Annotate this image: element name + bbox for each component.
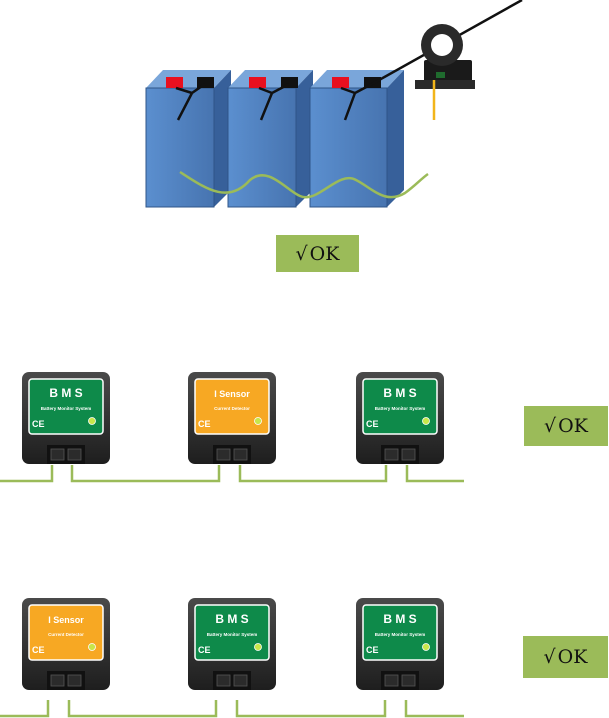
connector-port-icon [233,448,248,461]
module-title: B M S [49,386,82,400]
module-row-1 [0,465,464,483]
module-subtitle: Current Detector [48,632,84,637]
ce-mark: CE [366,419,379,429]
module-title: I Sensor [48,615,84,625]
ce-mark: CE [198,645,211,655]
row-2-wire [0,700,464,718]
status-led-icon [254,417,262,425]
ce-mark: CE [32,419,45,429]
module-subtitle: Current Detector [214,406,250,411]
module-label-panel [194,378,270,435]
ce-mark: CE [198,419,211,429]
connector-port-icon [216,448,231,461]
connector-port-icon [401,674,416,687]
connector-port-icon [50,448,65,461]
battery-cell-2 [227,70,313,208]
connector-port-icon [401,448,416,461]
connector-port-icon [384,674,399,687]
module-label-panel [362,378,438,435]
connector-port-icon [384,448,399,461]
check-icon: √ [543,646,556,668]
connector-port-icon [67,448,82,461]
module-label-panel [28,604,104,661]
check-icon: √ [295,242,308,265]
connector-port-icon [50,674,65,687]
ok-label: OK [557,646,588,668]
module-subtitle: Battery Monitor System [207,632,258,637]
battery-pack [145,0,523,208]
ce-mark: CE [32,645,45,655]
ok-badge-top: √ OK [276,235,359,272]
module-subtitle: Battery Monitor System [41,406,92,411]
status-led-icon [254,643,262,651]
battery-cell-1 [145,70,231,208]
check-icon: √ [544,415,557,437]
ce-mark: CE [366,645,379,655]
module-subtitle: Battery Monitor System [375,406,426,411]
module-title: B M S [215,612,248,626]
module-title: B M S [383,612,416,626]
current-clamp-sensor [415,24,475,120]
module-title: I Sensor [214,389,250,399]
connector-port-icon [67,674,82,687]
status-led-icon [88,643,96,651]
ok-label: OK [558,415,588,437]
ok-badge-row-2: √ OK [523,636,608,678]
status-led-icon [88,417,96,425]
module-label-panel [28,378,104,435]
ok-label: OK [309,242,340,265]
module-row-2 [0,700,464,718]
row-1-wire [0,465,464,483]
sense-wire [179,170,429,199]
connector-port-icon [216,674,231,687]
status-led-icon [422,643,430,651]
module-title: B M S [383,386,416,400]
ok-badge-row-1: √ OK [524,406,608,446]
module-label-panel [194,604,270,661]
connector-port-icon [233,674,248,687]
module-subtitle: Battery Monitor System [375,632,426,637]
status-led-icon [422,417,430,425]
module-label-panel [362,604,438,661]
